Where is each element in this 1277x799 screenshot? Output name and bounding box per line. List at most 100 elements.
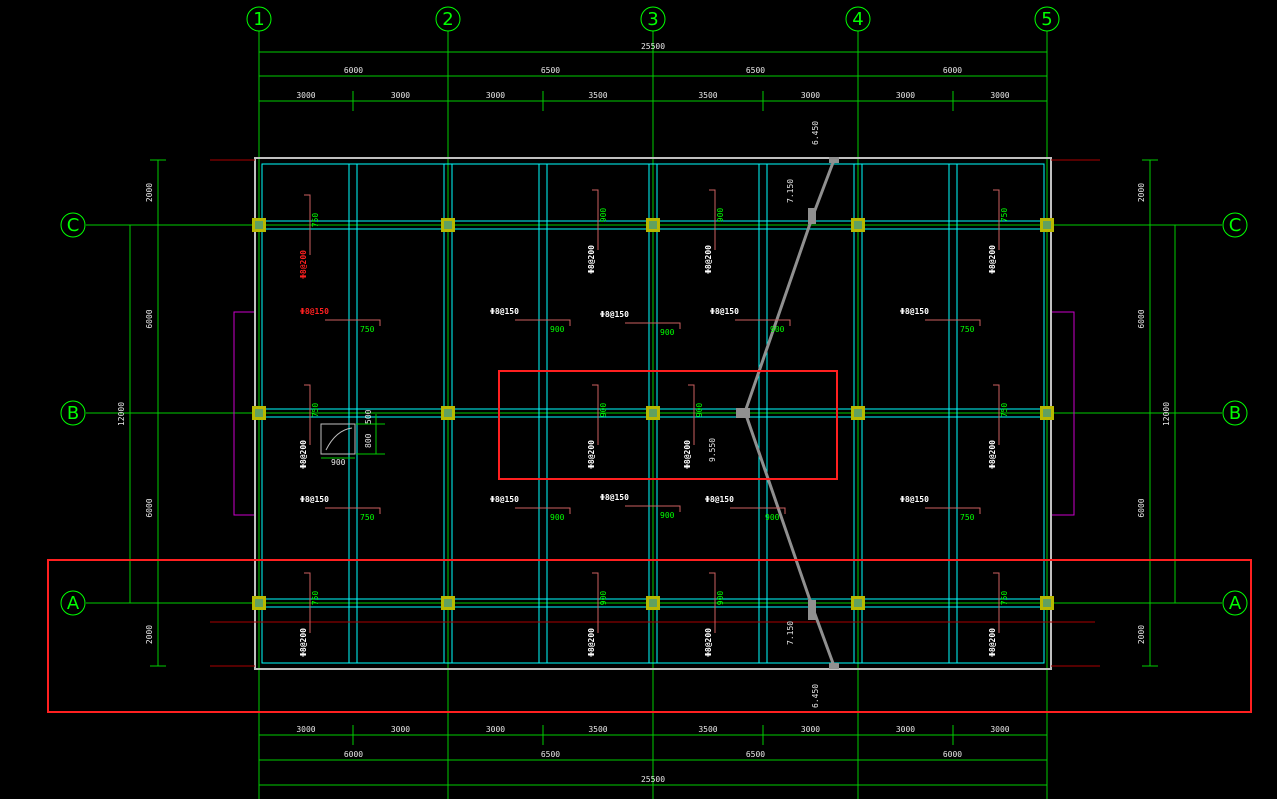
rebar-length-label: 750: [960, 325, 975, 334]
column-core: [444, 221, 452, 229]
rebar-leader: [592, 384, 599, 445]
rebar-length-label: 900: [599, 208, 608, 223]
dimension-label: 3000: [896, 91, 915, 100]
columns: [252, 218, 1054, 610]
rebar-length-label: 900: [550, 325, 565, 334]
axis-bubble-C: [60, 212, 86, 238]
dimension-label: 6000: [344, 750, 363, 759]
rebar-leader: [304, 572, 311, 633]
rebar-length-label: 900: [599, 591, 608, 606]
rebar-length-label: 900: [660, 328, 675, 337]
axis-bubble-label: 5: [1041, 9, 1052, 30]
detail-dim-500: 500: [364, 409, 373, 424]
rebar-spec-label: Φ8@150: [600, 493, 629, 502]
rebar-spec-label: Φ8@200: [704, 628, 713, 657]
column-core: [255, 409, 263, 417]
axis-bubble-label: A: [67, 593, 80, 614]
dimension-label: 3500: [588, 725, 607, 734]
rebar-leader: [325, 319, 381, 326]
axis-bubble-B: [60, 400, 86, 426]
side-brackets: [233, 311, 1075, 516]
rebar-spec-label: Φ8@200: [587, 628, 596, 657]
rebar-leader: [325, 507, 381, 514]
elevation-labels: 6.450 6.450 9.550 7.150 7.150: [708, 121, 820, 708]
column-core: [1043, 409, 1051, 417]
vertical-dimension-label: 2000: [1137, 625, 1146, 644]
rebar-spec-label: Φ8@150: [710, 307, 739, 316]
column-core: [854, 221, 862, 229]
detail-dim-900: 900: [331, 458, 346, 467]
rebar-length-label: 900: [695, 403, 704, 418]
rebar-spec-label: Φ8@200: [299, 250, 308, 279]
rebar-spec-label: Φ8@150: [705, 495, 734, 504]
stair-marks: [736, 157, 839, 669]
dimension-label: 6500: [746, 66, 765, 75]
vertical-dimension-label: 6000: [145, 309, 154, 328]
dimension-label: 6500: [541, 66, 560, 75]
axis-bubble-3: [640, 6, 666, 32]
rebar-length-label: 900: [599, 403, 608, 418]
rebar-leader: [730, 507, 786, 514]
rebar-leader: [925, 319, 981, 326]
overall-dimension-label: 12000: [1162, 402, 1171, 426]
rebar-length-label: 900: [550, 513, 565, 522]
rebar-spec-label: Φ8@150: [900, 495, 929, 504]
axis-bubble-label: B: [1229, 403, 1241, 424]
rebar-spec-label: Φ8@200: [299, 628, 308, 657]
dimension-label: 3500: [698, 725, 717, 734]
column-core: [649, 409, 657, 417]
dimension-label: 3000: [896, 725, 915, 734]
rebar-leader: [592, 189, 599, 250]
column-core: [255, 221, 263, 229]
elevation-mid-label: 9.550: [708, 438, 717, 462]
dimension-label: 6000: [943, 66, 962, 75]
column-core: [649, 599, 657, 607]
rebar-leader: [592, 572, 599, 633]
highlight-boxes: [47, 370, 1252, 713]
column-core: [444, 599, 452, 607]
rebar-length-label: 900: [765, 513, 780, 522]
rebar-length-label: 750: [960, 513, 975, 522]
dimension-label: 6000: [943, 750, 962, 759]
vertical-dimension-label: 2000: [145, 183, 154, 202]
vertical-dimension-label: 6000: [1137, 309, 1146, 328]
rebar-spec-label: Φ8@200: [988, 440, 997, 469]
detail-symbol: 500 800 900: [320, 409, 385, 467]
axis-bubble-label: 1: [253, 9, 264, 30]
rebar-leader: [515, 319, 571, 326]
dimension-label: 3000: [486, 725, 505, 734]
rebar-length-label: 750: [1000, 208, 1009, 223]
rebar-spec-label: Φ8@150: [490, 307, 519, 316]
column-core: [444, 409, 452, 417]
dimension-label: 3000: [990, 91, 1009, 100]
overall-dimension-label: 12000: [117, 402, 126, 426]
axis-bubble-label: 2: [442, 9, 453, 30]
elevation-bottom-label: 6.450: [811, 684, 820, 708]
dimension-label: 3000: [801, 725, 820, 734]
vertical-dimension-label: 2000: [145, 625, 154, 644]
vertical-dimension-label: 2000: [1137, 183, 1146, 202]
rebar-length-label: 900: [716, 208, 725, 223]
dimension-lines: 25500 6000 6500 6500 6000 3000 3000 3000 3500 350…: [117, 42, 1183, 795]
dimension-label: 3500: [698, 91, 717, 100]
dimension-label: 3000: [391, 91, 410, 100]
rebar-length-label: 750: [1000, 591, 1009, 606]
rebar-leader: [993, 189, 1000, 250]
column-core: [1043, 599, 1051, 607]
dimension-label: 3000: [296, 725, 315, 734]
rebar-length-label: 750: [311, 213, 320, 228]
rebar-length-label: 900: [770, 325, 785, 334]
axis-bubble-C: [1222, 212, 1248, 238]
rebar-spec-label: Φ8@200: [587, 245, 596, 274]
dimension-label: 3000: [391, 725, 410, 734]
axis-bubble-4: [845, 6, 871, 32]
rebar-spec-label: Φ8@150: [900, 307, 929, 316]
dimension-label: 3000: [990, 725, 1009, 734]
stair-offset-top: 7.150: [786, 179, 795, 203]
rebar-spec-label: Φ8@150: [490, 495, 519, 504]
dimension-label: 25500: [641, 775, 665, 784]
rebar-leader: [709, 572, 716, 633]
rebar-length-label: 750: [311, 403, 320, 418]
